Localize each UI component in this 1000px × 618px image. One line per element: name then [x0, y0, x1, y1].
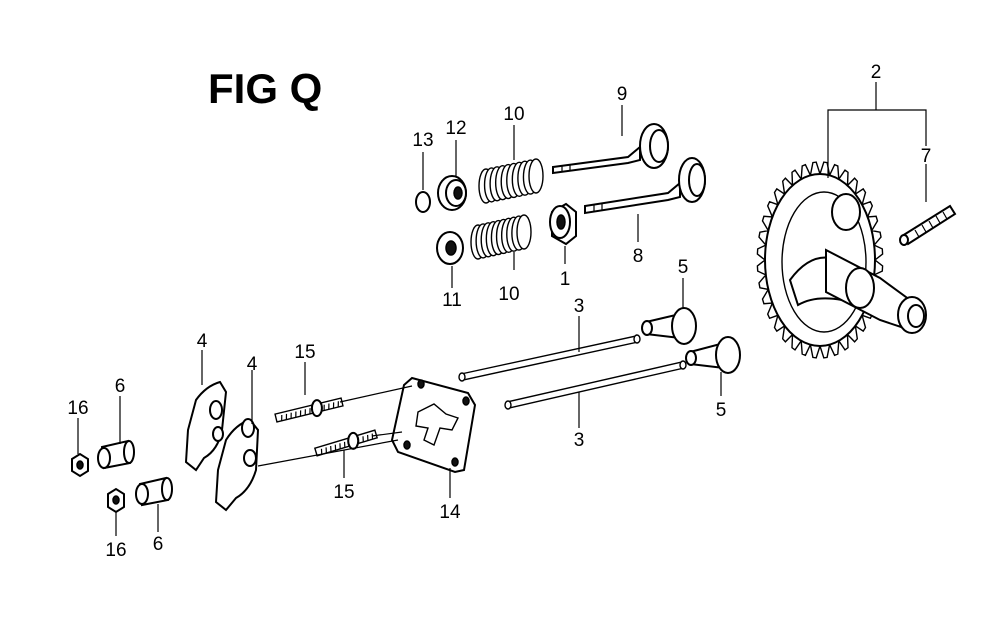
callout-5-lower: 5 [716, 400, 727, 421]
callout-9: 9 [617, 84, 628, 105]
part-15-stud-upper [274, 397, 344, 423]
callout-5-upper: 5 [678, 257, 689, 278]
callout-13: 13 [412, 130, 433, 151]
callout-numbers: 13 12 10 10 11 1 9 8 2 7 5 5 3 3 4 4 15 … [67, 62, 931, 561]
callout-6-lower: 6 [153, 534, 164, 555]
part-4-rocker-arm-right [214, 418, 260, 512]
callout-4-right: 4 [247, 354, 258, 375]
part-15-stud-lower [313, 429, 379, 457]
part-4-rocker-arm-left [184, 380, 228, 472]
callout-8: 8 [633, 246, 644, 267]
figure-title: FIG Q [208, 65, 322, 112]
part-1-valve-seal [549, 202, 577, 246]
callout-3-lower: 3 [574, 430, 585, 451]
part-6-pivot-upper [97, 439, 135, 470]
callout-14: 14 [439, 502, 461, 523]
callout-16-upper: 16 [67, 398, 88, 419]
callout-7: 7 [921, 146, 932, 167]
part-11-retainer [436, 231, 464, 265]
callout-4-left: 4 [197, 331, 208, 352]
callout-3-upper: 3 [574, 296, 585, 317]
callout-2: 2 [871, 62, 882, 83]
callout-16-lower: 16 [105, 540, 126, 561]
leader-lines [77, 82, 927, 536]
part-5-lifter-lower [685, 336, 741, 374]
part-12-retainer [437, 175, 467, 211]
part-16-nut-upper [71, 452, 89, 478]
part-3-push-rod-lower [504, 360, 687, 410]
callout-10-lower: 10 [498, 284, 519, 305]
callout-11: 11 [442, 290, 462, 311]
callout-10-upper: 10 [503, 104, 524, 125]
assembly-guide-lines [257, 385, 413, 467]
part-2-camshaft-gear [756, 161, 927, 359]
part-10-spring-upper [478, 158, 544, 204]
part-10-spring-lower [470, 214, 532, 260]
callout-1: 1 [560, 269, 571, 290]
part-6-pivot-lower [135, 476, 173, 507]
part-3-push-rod-upper [458, 334, 641, 382]
callout-15-upper: 15 [294, 342, 315, 363]
callout-12: 12 [445, 118, 466, 139]
part-16-nut-lower [107, 487, 125, 514]
part-8-valve [584, 157, 706, 215]
part-7-pin [899, 204, 957, 246]
part-9-valve [552, 123, 669, 175]
part-5-lifter-upper [641, 307, 697, 345]
callout-6-upper: 6 [115, 376, 126, 397]
part-14-guide-plate [390, 376, 477, 474]
callout-15-lower: 15 [333, 482, 354, 503]
part-13-ring [415, 191, 431, 213]
